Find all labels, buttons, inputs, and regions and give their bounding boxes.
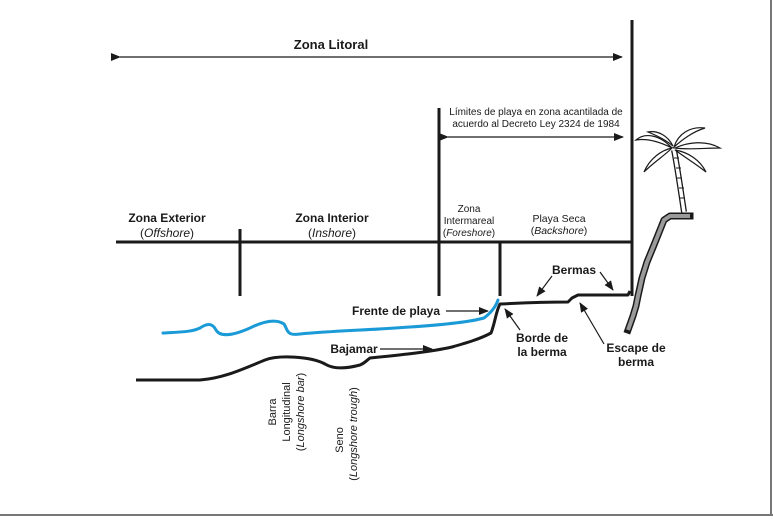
borde-arrow (504, 308, 521, 331)
bajamar-label: Bajamar (330, 342, 378, 356)
escape-label-2: berma (618, 355, 654, 369)
zona-exterior-label: Zona Exterior (128, 211, 206, 225)
svg-text:Seno: Seno (334, 427, 346, 453)
zona-intermareal-label-2: Intermareal (444, 216, 495, 227)
svg-text:Barra: Barra (267, 398, 279, 426)
bermas-label: Bermas (552, 263, 596, 277)
borde-label-1: Borde de (516, 331, 568, 345)
zona-intermareal-label-1: Zona (458, 204, 481, 215)
zona-interior-en: (Inshore) (308, 226, 356, 240)
cliff-fill (626, 214, 690, 331)
svg-text:(Longshore trough): (Longshore trough) (348, 387, 360, 481)
zona-intermareal-en: (Foreshore) (443, 228, 495, 239)
limites-label-line1: Límites de playa en zona acantilada de (449, 107, 623, 118)
palm-tree-icon (634, 127, 723, 213)
svg-text:Longitudinal: Longitudinal (281, 382, 293, 441)
escape-arrow (579, 302, 605, 345)
water-line (161, 298, 500, 337)
playa-seca-label: Playa Seca (532, 213, 585, 225)
playa-seca-en: (Backshore) (531, 225, 588, 237)
escape-label-1: Escape de (606, 341, 666, 355)
seno-label: Seno (Longshore trough) (334, 387, 360, 481)
bermas-arrow-right (599, 271, 614, 291)
frente-de-playa-label: Frente de playa (352, 304, 440, 318)
bermas-arrow-left (536, 275, 553, 297)
zona-interior-label: Zona Interior (295, 211, 369, 225)
svg-text:(Longshore bar): (Longshore bar) (295, 373, 307, 451)
beach-profile (136, 290, 632, 382)
barra-longitudinal-label: Barra Longitudinal (Longshore bar) (267, 373, 307, 451)
zona-exterior-en: (Offshore) (140, 226, 194, 240)
limites-label-line2: acuerdo al Decreto Ley 2324 de 1984 (452, 119, 620, 130)
zona-litoral-label: Zona Litoral (294, 37, 368, 52)
borde-label-2: la berma (517, 345, 567, 359)
